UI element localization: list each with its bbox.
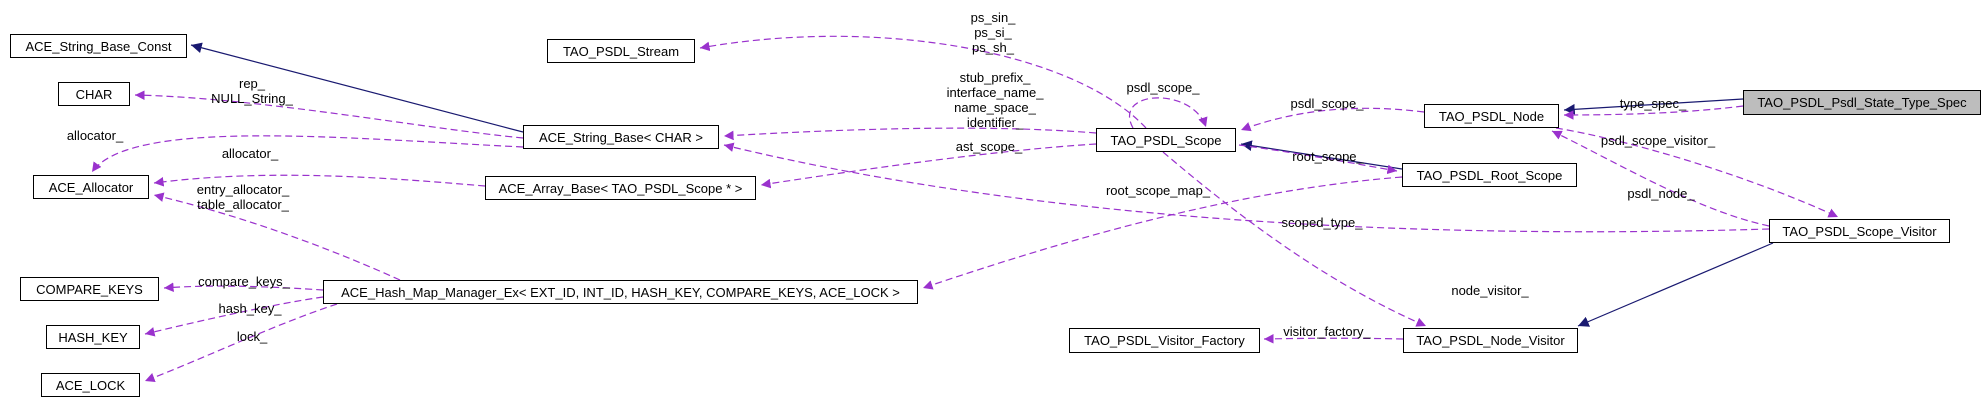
usage-edge-string_members (723, 127, 1097, 141)
class-node-tao_psdl_root_scope[interactable]: TAO_PSDL_Root_Scope (1402, 163, 1577, 187)
class-node-tao_psdl_visitor_factory[interactable]: TAO_PSDL_Visitor_Factory (1069, 328, 1260, 353)
class-node-tao_psdl_node_visitor[interactable]: TAO_PSDL_Node_Visitor (1403, 328, 1578, 353)
class-node-ace_string_base_char[interactable]: ACE_String_Base< CHAR > (523, 125, 719, 149)
usage-edge-visitor_factory (1263, 334, 1404, 344)
usage-edge-root_scope_map (922, 176, 1403, 290)
usage-edge-psdl_scope_self (1129, 97, 1208, 129)
usage-edge-root_scope (1238, 144, 1398, 175)
usage-edge-rep (134, 90, 524, 139)
usage-edge-node_visitor (1162, 151, 1427, 327)
class-node-tao_psdl_node[interactable]: TAO_PSDL_Node (1424, 104, 1559, 128)
usage-edge-allocator_array (153, 174, 486, 187)
class-node-ace_allocator[interactable]: ACE_Allocator (33, 175, 149, 199)
usage-edge-type_spec (1563, 105, 1744, 120)
inheritance-edge-inherit_state_type_spec (1563, 98, 1744, 115)
usage-edge-ast_scope (760, 143, 1097, 189)
class-node-char[interactable]: CHAR (58, 82, 130, 106)
usage-edge-scoped_type (723, 142, 1770, 233)
class-node-tao_psdl_psdl_state_type_spec[interactable]: TAO_PSDL_Psdl_State_Type_Spec (1743, 90, 1981, 115)
usage-edge-entry_table_allocator (153, 192, 401, 281)
class-node-ace_string_base_const[interactable]: ACE_String_Base_Const (10, 34, 187, 58)
class-node-ace_array_base[interactable]: ACE_Array_Base< TAO_PSDL_Scope * > (485, 176, 756, 200)
usage-edge-psdl_node (1551, 130, 1770, 227)
usage-edge-hash_key (144, 296, 324, 337)
usage-edge-allocator_string (91, 135, 524, 173)
inheritance-edge-inherit_scope_visitor (1577, 242, 1774, 327)
usage-edge-ps_streams (699, 35, 1147, 129)
usage-edge-lock (144, 303, 338, 383)
class-node-tao_psdl_scope_visitor[interactable]: TAO_PSDL_Scope_Visitor (1769, 219, 1950, 243)
inheritance-edge-inherit_root_scope (1240, 140, 1403, 170)
class-node-ace_hash_map[interactable]: ACE_Hash_Map_Manager_Ex< EXT_ID, INT_ID,… (323, 280, 918, 304)
class-node-compare_keys[interactable]: COMPARE_KEYS (20, 277, 159, 301)
usage-edge-psdl_scope (1240, 107, 1425, 132)
usage-edge-compare_keys (163, 282, 324, 293)
usage-edge-psdl_scope_visitor (1555, 127, 1839, 218)
class-node-hash_key[interactable]: HASH_KEY (46, 325, 140, 349)
class-node-ace_lock[interactable]: ACE_LOCK (41, 373, 140, 397)
class-node-tao_psdl_scope[interactable]: TAO_PSDL_Scope (1096, 128, 1236, 152)
inheritance-edge-inherit_string_base (190, 42, 524, 133)
class-node-tao_psdl_stream[interactable]: TAO_PSDL_Stream (547, 39, 695, 63)
